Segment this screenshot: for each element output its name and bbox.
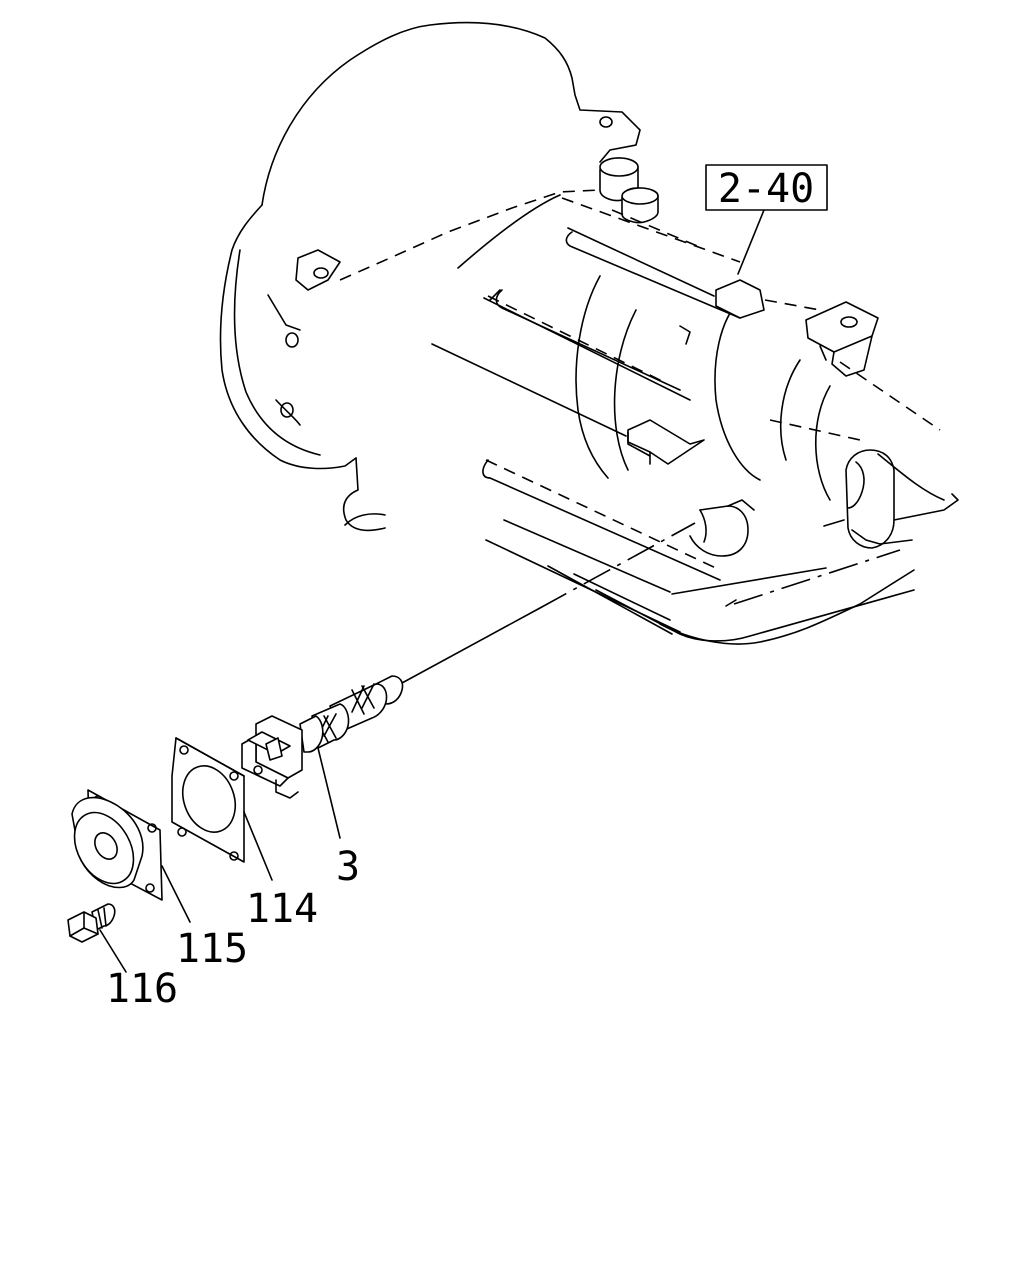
- reference-label: 2-40: [718, 166, 814, 212]
- speed-sensor-part: 3: [241, 675, 404, 890]
- cover-flange-part: 115: [71, 789, 248, 972]
- callout-label-114: 114: [246, 886, 318, 932]
- reference-callout-box: 2-40: [705, 164, 828, 212]
- assembly-axis-line: [401, 522, 696, 684]
- bolt-part: 116: [67, 903, 178, 1012]
- gasket-part: 114: [171, 737, 318, 932]
- transmission-housing: [219, 21, 959, 645]
- callout-label-115: 115: [176, 926, 248, 972]
- callout-label-116: 116: [106, 966, 178, 1012]
- callout-label-3: 3: [336, 844, 360, 890]
